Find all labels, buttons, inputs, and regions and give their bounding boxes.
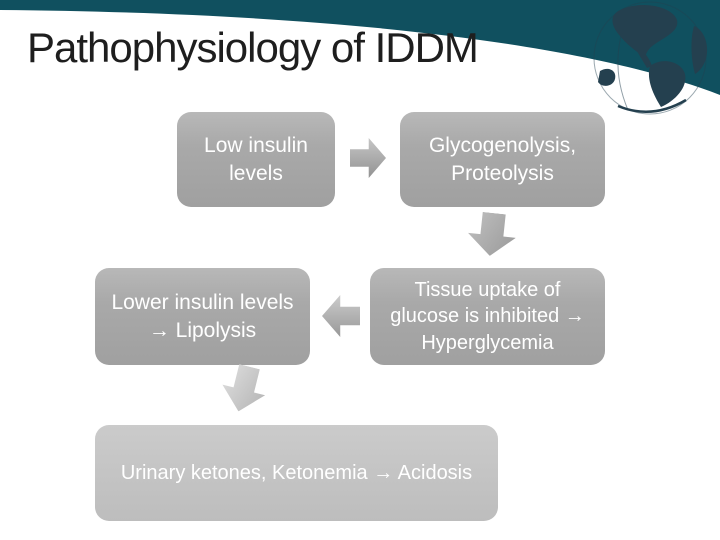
flowchart-box-label: Low insulin levels: [204, 133, 308, 185]
flowchart-box-label: Glycogenolysis, Proteolysis: [428, 133, 577, 185]
page-title: Pathophysiology of IDDM: [27, 24, 479, 71]
flowchart-box-label: Lower insulin levels → Lipolysis: [111, 290, 294, 342]
flowchart-box-urinary-ketones: Urinary ketones, Ketonemia → Acidosis: [95, 425, 498, 521]
globe-icon: [593, 1, 708, 115]
flowchart-box-glycogenolysis: Glycogenolysis, Proteolysis: [400, 112, 605, 207]
flowchart-box-label: Tissue uptake of glucose is inhibited → …: [390, 278, 585, 354]
flowchart-box-lower-insulin: Lower insulin levels → Lipolysis: [95, 268, 310, 365]
flowchart-box-low-insulin: Low insulin levels: [177, 112, 335, 207]
arrow-left-icon: [322, 295, 360, 337]
flowchart-box-label: Urinary ketones, Ketonemia → Acidosis: [120, 461, 473, 484]
arrow-right-icon: [350, 138, 386, 178]
flowchart-box-tissue-uptake: Tissue uptake of glucose is inhibited → …: [370, 268, 605, 365]
arrow-down-diagonal-icon: [217, 361, 271, 416]
arrow-down-icon: [466, 211, 518, 259]
